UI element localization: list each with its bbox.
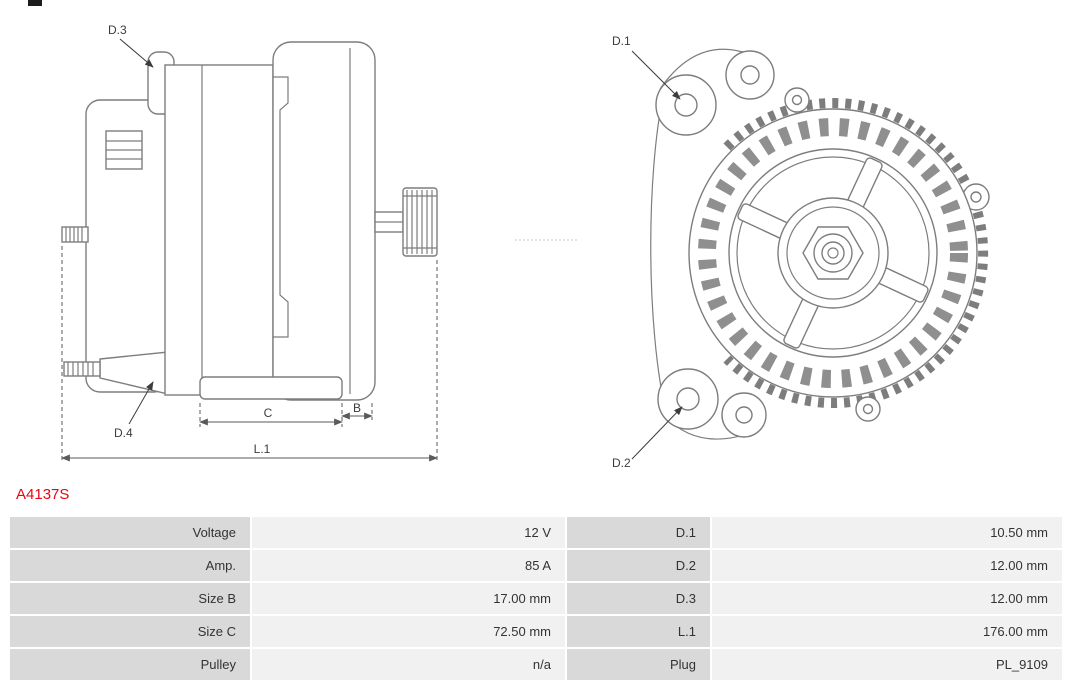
bracket-left-edge [650, 90, 667, 414]
label-d1: D.1 [612, 34, 631, 48]
spec-label-pulley: Pulley [10, 649, 250, 680]
spec-table: Voltage 12 V D.1 10.50 mm Amp. 85 A D.2 … [10, 517, 1062, 680]
spec-label-d3: D.3 [567, 583, 710, 614]
terminal-stud-lower [63, 361, 101, 377]
spec-value-d2: 12.00 mm [712, 550, 1062, 581]
side-view-drawing: D.3 D.4 B C L.1 [61, 23, 438, 462]
leader-d4 [128, 381, 154, 425]
face-inner-ring [736, 156, 930, 350]
hole-d2 [676, 387, 700, 411]
logo-fragment [28, 0, 42, 6]
spec-value-amp: 85 A [252, 550, 565, 581]
spec-label-plug: Plug [567, 649, 710, 680]
body [164, 64, 274, 396]
spec-value-voltage: 12 V [252, 517, 565, 548]
vent-slots [698, 118, 968, 388]
spec-label-size-c: Size C [10, 616, 250, 647]
spec-value-size-c: 72.50 mm [252, 616, 565, 647]
hole-top-right [791, 94, 803, 106]
spec-label-d2: D.2 [567, 550, 710, 581]
hole-bottom [735, 406, 753, 424]
side-view-dimensions: D.3 D.4 B C L.1 [61, 23, 438, 462]
label-d2: D.2 [612, 456, 631, 470]
spec-label-voltage: Voltage [10, 517, 250, 548]
bracket-joint [273, 76, 289, 338]
front-view-annotations: D.1 D.2 [612, 34, 683, 470]
part-number: A4137S [16, 486, 70, 503]
hole-bottom-right [862, 403, 874, 415]
label-d3: D.3 [108, 23, 127, 37]
spec-value-pulley: n/a [252, 649, 565, 680]
bracket-top-edge [659, 48, 747, 90]
label-d4: D.4 [114, 426, 133, 440]
front-view-shapes [650, 48, 990, 440]
spec-value-d3: 12.00 mm [712, 583, 1062, 614]
shaft-center [827, 247, 839, 259]
front-view-drawing: D.1 D.2 [612, 34, 990, 470]
leader-d1 [631, 50, 681, 100]
leader-d2 [631, 406, 683, 460]
hole-right [970, 191, 982, 203]
side-view-shapes [61, 41, 438, 401]
spec-value-plug: PL_9109 [712, 649, 1062, 680]
spec-value-size-b: 17.00 mm [252, 583, 565, 614]
spec-value-d1: 10.50 mm [712, 517, 1062, 548]
spec-label-amp: Amp. [10, 550, 250, 581]
spec-label-d1: D.1 [567, 517, 710, 548]
hub-inner [786, 206, 880, 300]
leader-d3 [119, 38, 154, 68]
label-l1: L.1 [254, 442, 271, 456]
spec-label-size-b: Size B [10, 583, 250, 614]
label-c: C [264, 406, 273, 420]
shaft-end [821, 241, 845, 265]
watermark-dots [515, 239, 577, 241]
label-b: B [353, 401, 361, 415]
serrated-ring [723, 98, 989, 408]
spec-value-l1: 176.00 mm [712, 616, 1062, 647]
spec-label-l1: L.1 [567, 616, 710, 647]
hole-top [740, 65, 760, 85]
mount-foot [199, 376, 343, 400]
